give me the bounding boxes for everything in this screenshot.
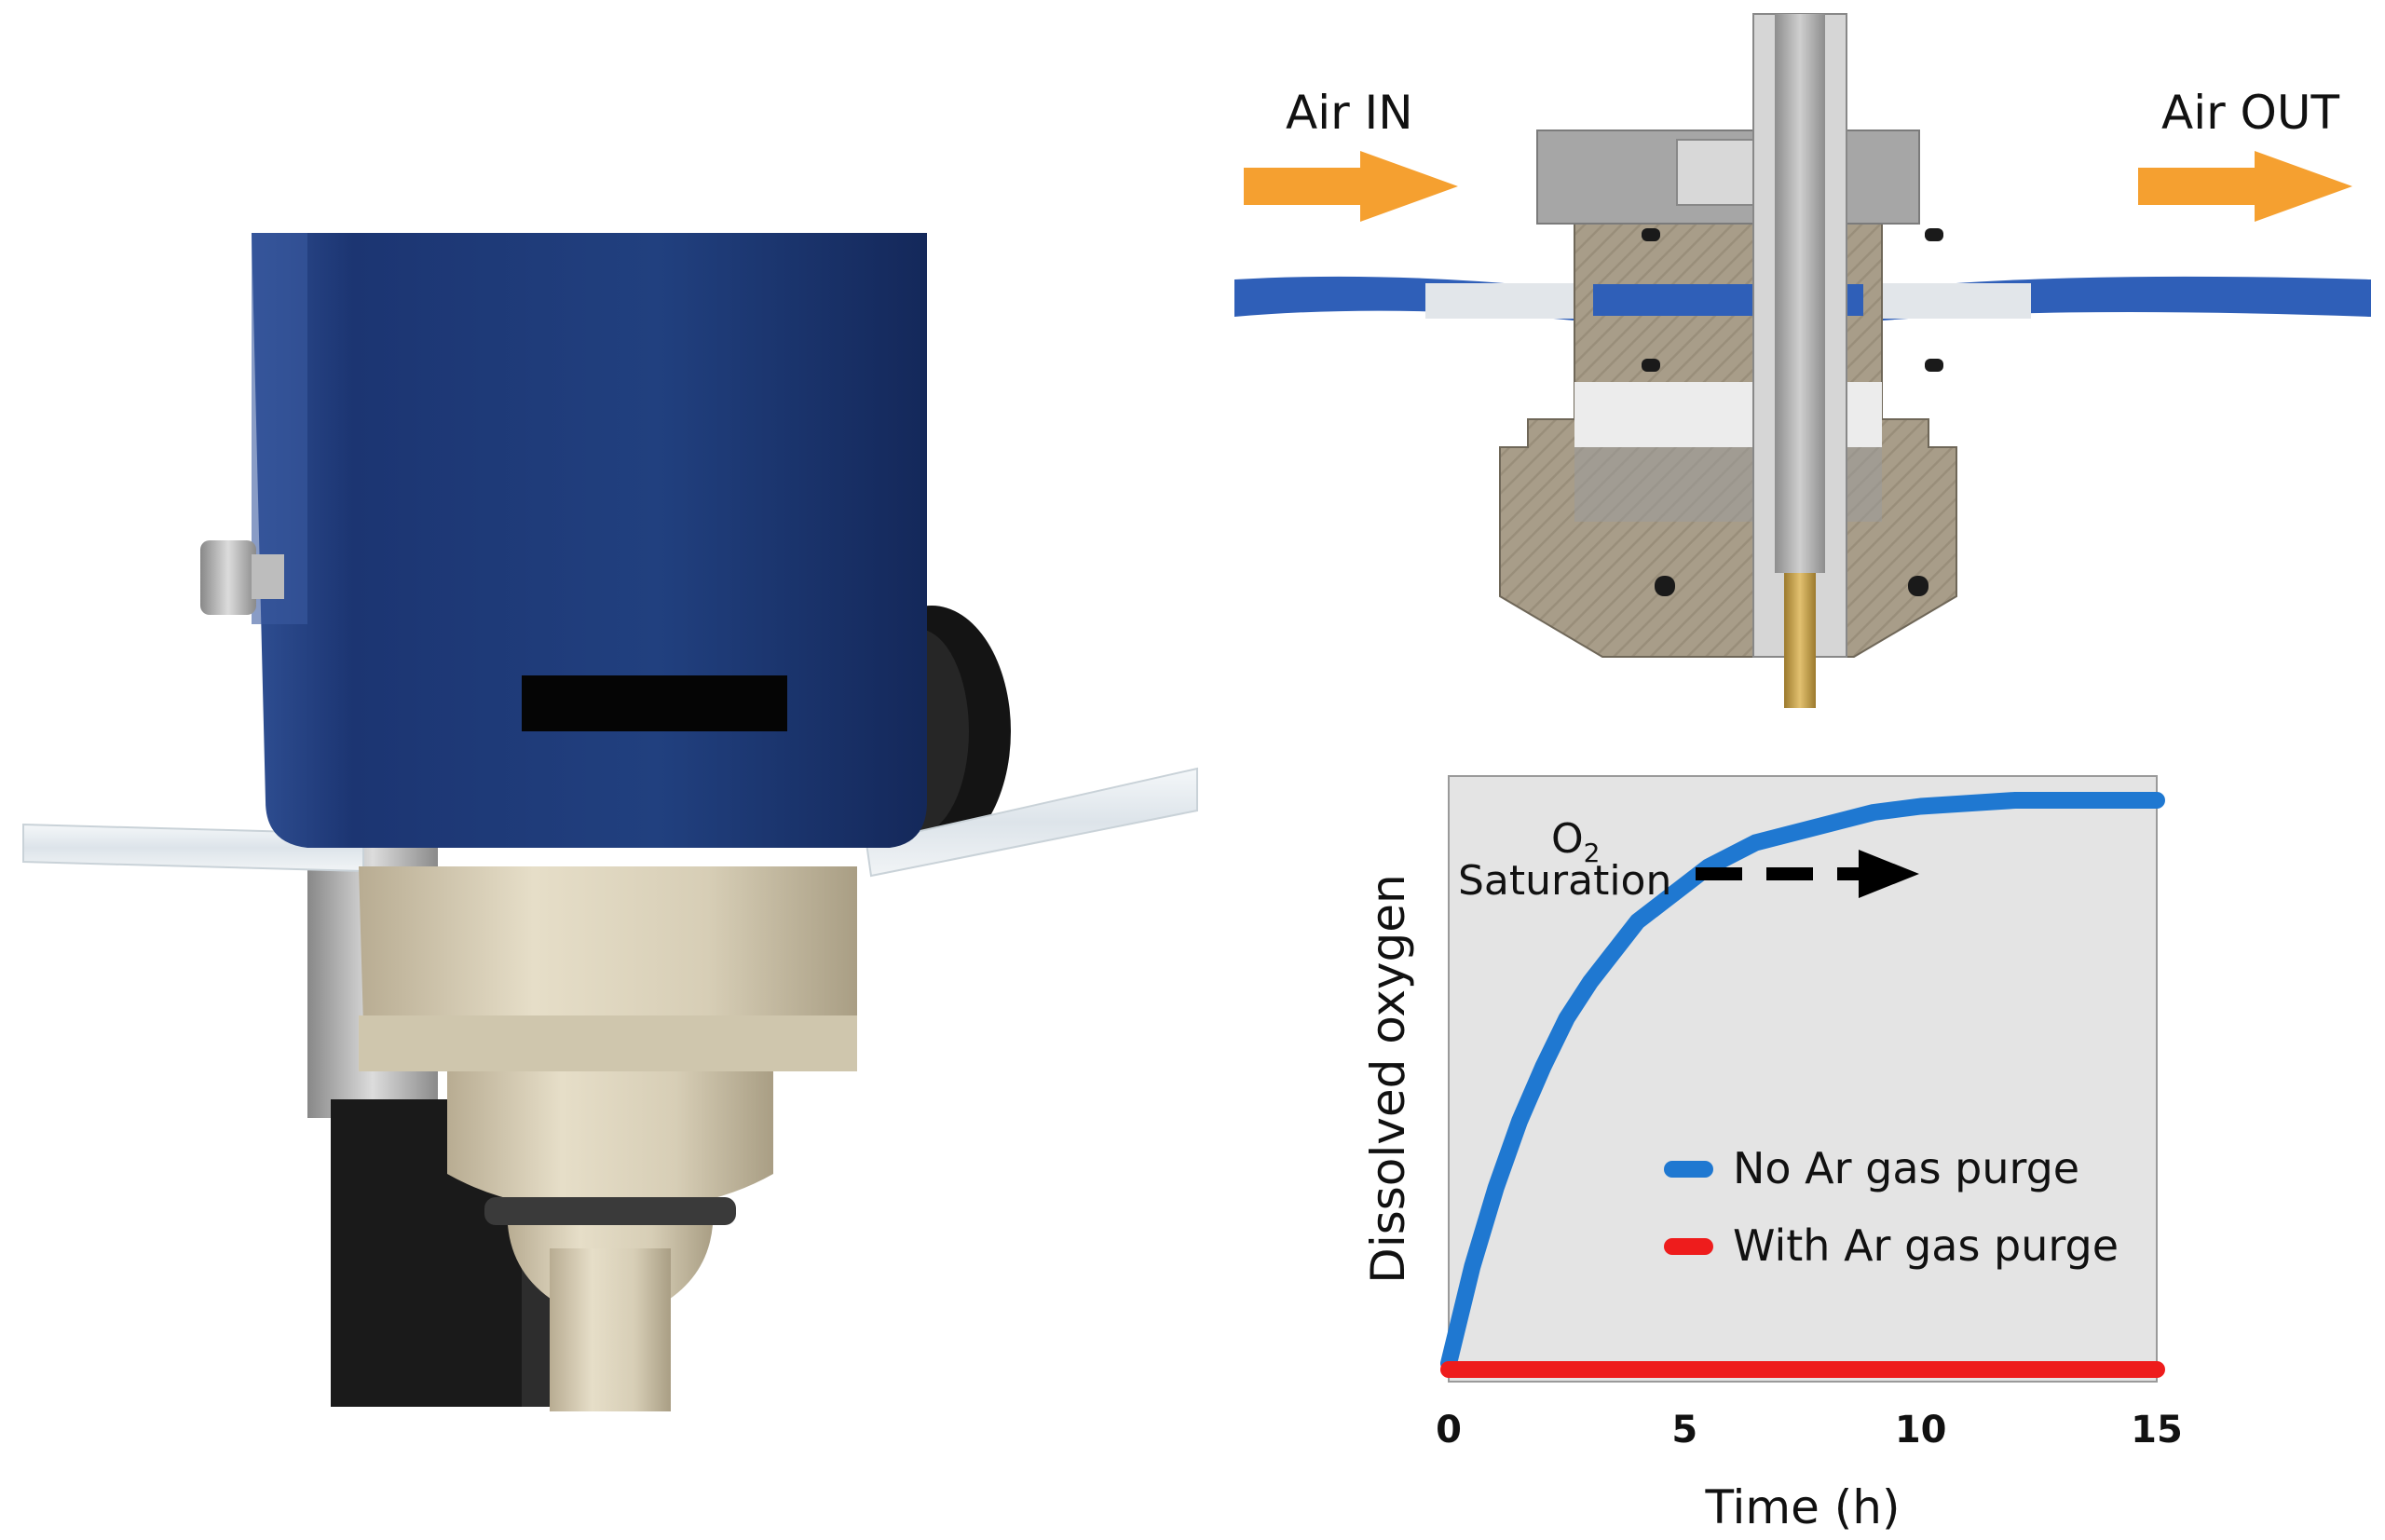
fitting-nut — [447, 1071, 773, 1211]
x-tick-label: 5 — [1671, 1409, 1697, 1451]
legend: No Ar gas purge With Ar gas purge — [1664, 1143, 2119, 1271]
probe-photo — [22, 233, 1198, 1411]
probe-shaft — [550, 1248, 671, 1411]
housing-slot — [522, 675, 787, 731]
right-tubing — [865, 767, 1198, 878]
plot-background — [1448, 775, 2158, 1383]
series-line-0 — [1440, 792, 2165, 1372]
cross-section-diagram: Air IN Air OUT — [1234, 13, 2371, 708]
annotation-arrow — [1696, 850, 1919, 898]
x-tick-label: 0 — [1436, 1409, 1462, 1451]
y-axis-label: Dissolved oxygen — [1361, 874, 1415, 1283]
x-tick-label: 15 — [2131, 1409, 2183, 1451]
air-out-arrow — [2138, 151, 2352, 222]
air-in-label: Air IN — [1286, 86, 1413, 140]
thumb-screw — [200, 540, 256, 615]
electrode-tip — [1784, 573, 1816, 708]
legend-label-no-ar: No Ar gas purge — [1733, 1143, 2079, 1193]
air-out-label: Air OUT — [2161, 86, 2339, 140]
x-axis-label: Time (h) — [1705, 1480, 1901, 1534]
legend-label-with-ar: With Ar gas purge — [1733, 1220, 2119, 1271]
air-in-arrow — [1244, 151, 1458, 222]
o-ring — [1642, 228, 1660, 241]
x-ticks: 0 5 10 15 — [1436, 1409, 2183, 1451]
annotation-saturation: Saturation — [1458, 857, 1671, 905]
x-tick-label: 10 — [1895, 1409, 1947, 1451]
series-layer — [1440, 792, 2165, 1378]
annotation-o2: O2 — [1551, 815, 1600, 868]
